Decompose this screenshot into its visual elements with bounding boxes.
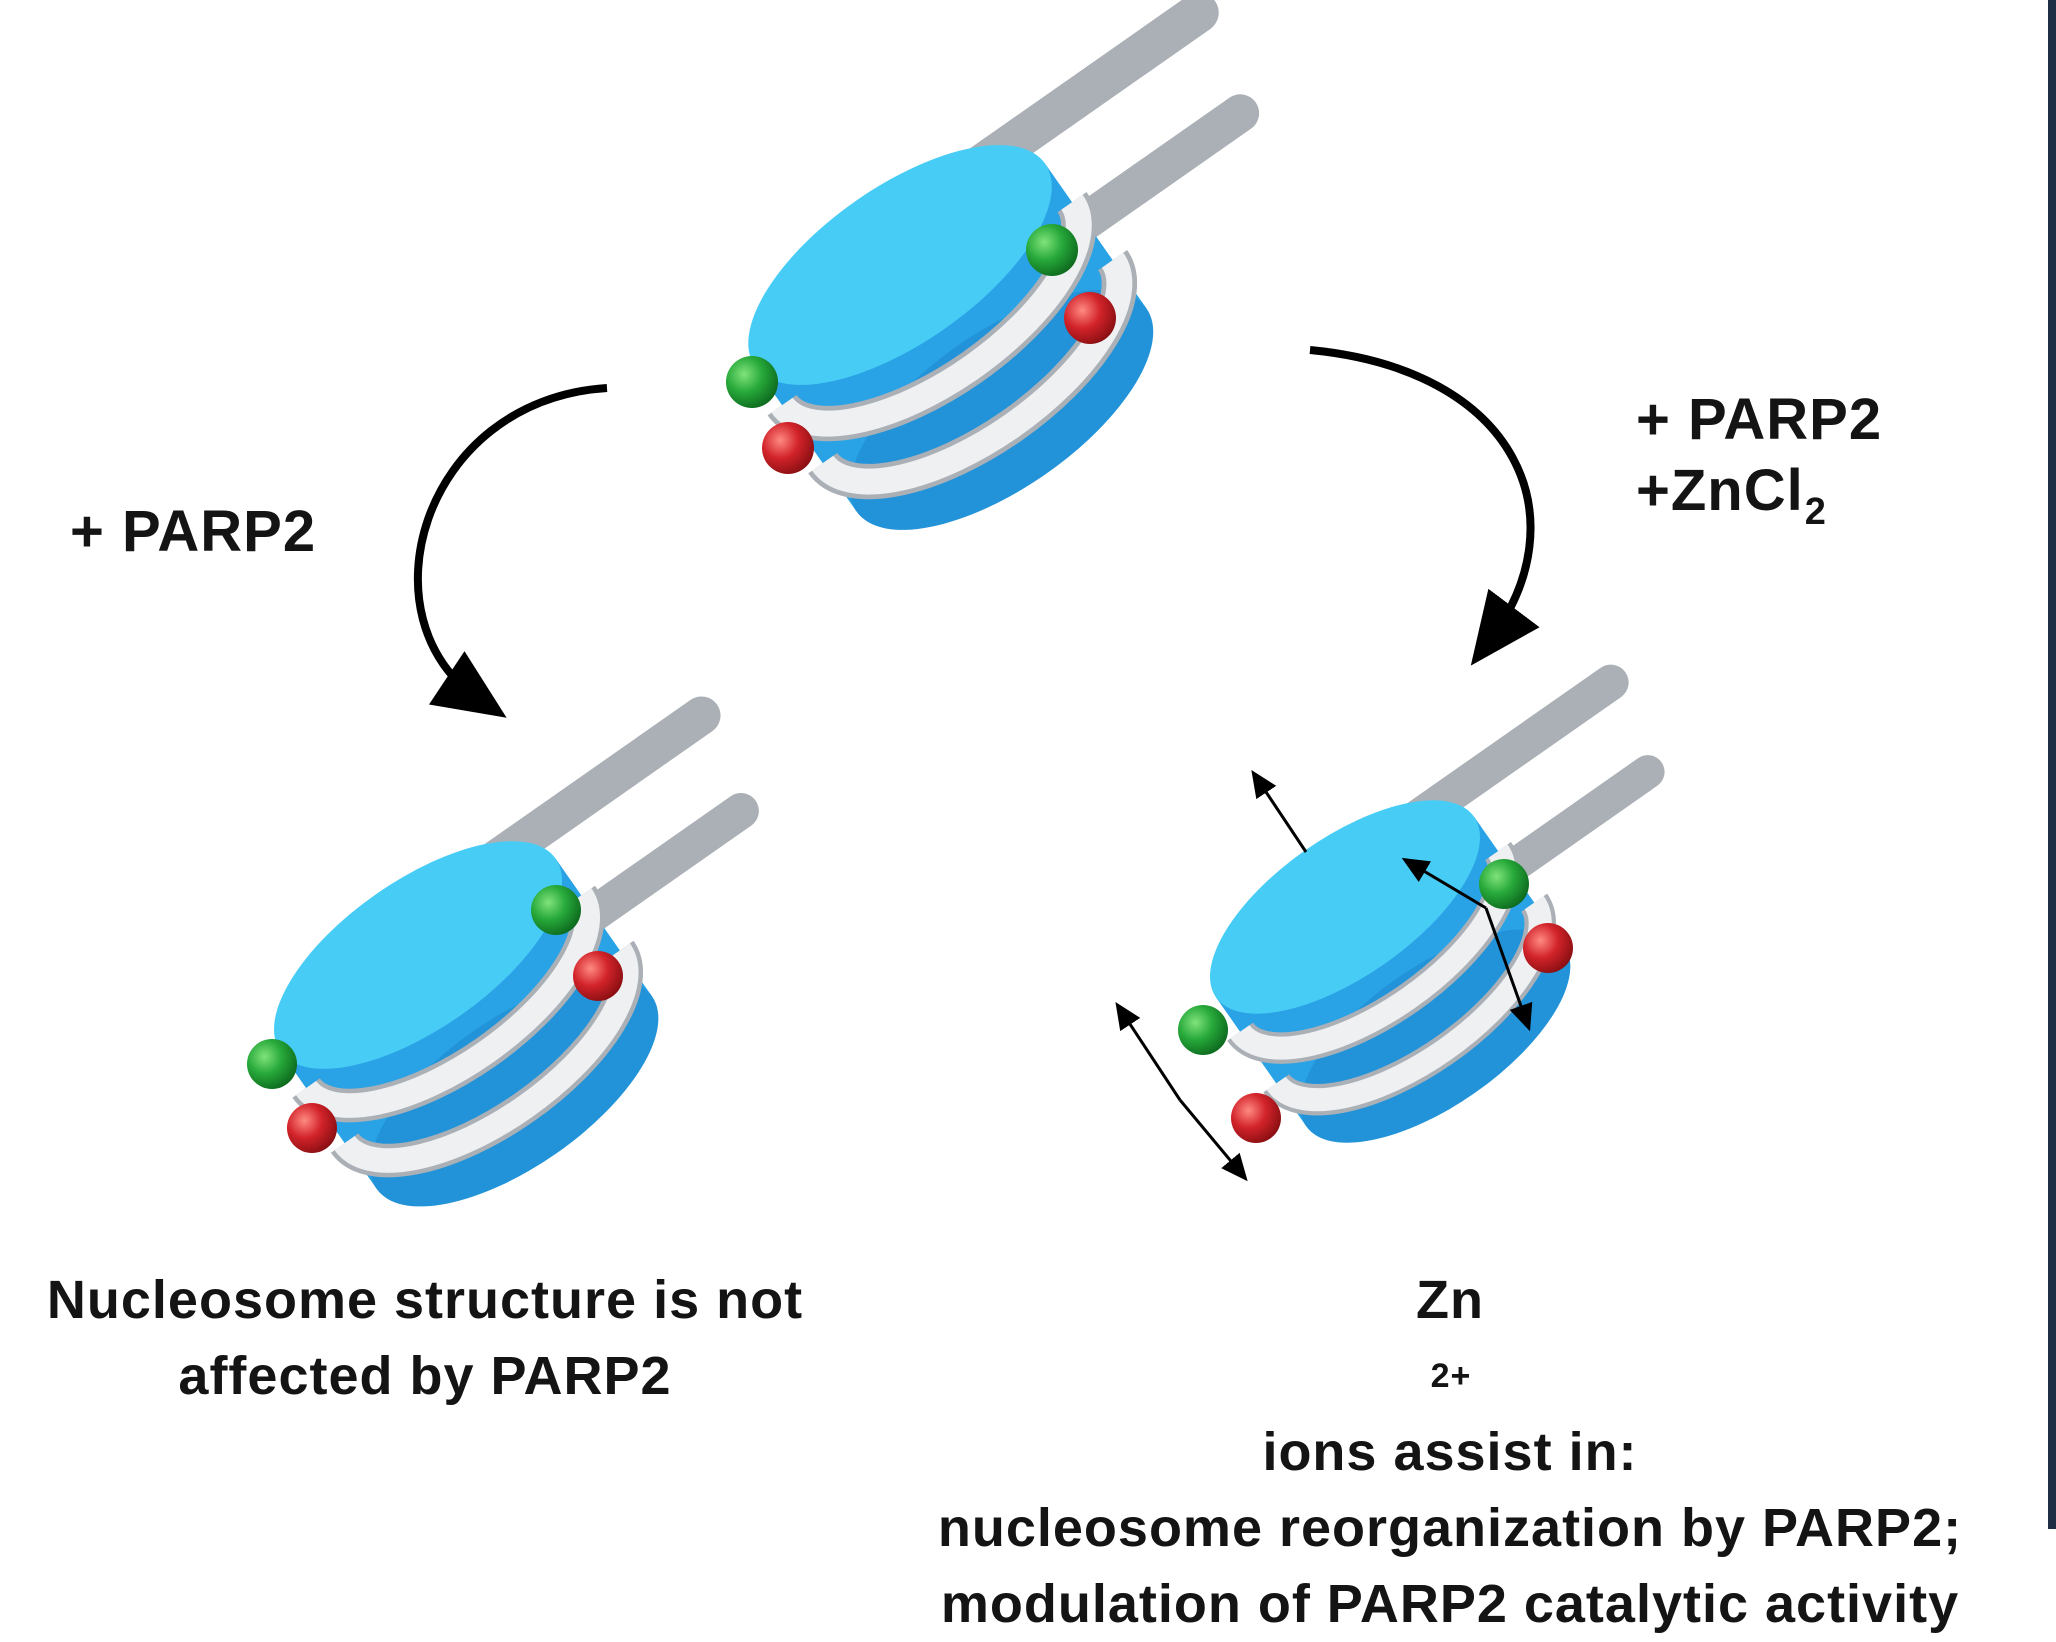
double-arrow-icon-center-b — [1484, 907, 1533, 1032]
left-red-marker-left — [287, 1103, 337, 1153]
left-green-marker — [531, 885, 581, 935]
left-caption-line1: Nucleosome structure is not — [46, 1270, 804, 1330]
ions-text: ions assist in: — [1262, 1422, 1638, 1482]
zn-text: Zn — [1416, 1270, 1484, 1330]
outward-arrow-icon — [1251, 770, 1308, 853]
top-nucleosome — [710, 0, 1365, 575]
right-caption-line3: modulation of PARP2 catalytic activity — [940, 1574, 1960, 1634]
zncl-subscript: 2 — [1804, 491, 1827, 533]
right-caption-line1: Zn 2+ ions assist in: — [860, 1262, 2040, 1490]
top-red-marker-left — [762, 422, 814, 474]
left-green-marker-left — [247, 1039, 297, 1089]
double-arrow-icon-center-a — [1401, 857, 1487, 910]
right-red-marker — [1523, 923, 1573, 973]
zncl-text: +ZnCl — [1636, 458, 1804, 523]
left-caption-line2: affected by PARP2 — [178, 1346, 672, 1406]
right-red-marker-left — [1231, 1093, 1281, 1143]
right-treatment-label: + PARP2 +ZnCl2 — [1636, 386, 1882, 534]
left-treatment-label: + PARP2 — [70, 499, 317, 564]
curved-arrow-icon-right — [1309, 346, 1540, 666]
right-caption-line2: nucleosome reorganization by PARP2; — [937, 1498, 1963, 1558]
left-red-marker — [573, 951, 623, 1001]
right-treatment-line2: +ZnCl2 — [1636, 457, 1882, 534]
right-caption: Zn 2+ ions assist in: nucleosome reorgani… — [860, 1262, 2040, 1642]
left-nucleosome — [238, 682, 860, 1249]
top-red-marker — [1064, 292, 1116, 344]
zn-superscript: 2+ — [1430, 1357, 1472, 1395]
curved-arrow-icon-left — [414, 384, 608, 718]
double-arrow-icon-group — [1115, 770, 1533, 1182]
top-green-marker — [1026, 224, 1078, 276]
top-green-marker-left — [726, 356, 778, 408]
nucleosome-diagram — [0, 0, 2056, 1529]
double-arrow-icon-left-a — [1115, 1001, 1182, 1101]
right-green-marker — [1479, 859, 1529, 909]
left-caption: Nucleosome structure is not affected by … — [0, 1262, 850, 1414]
right-border — [2048, 0, 2056, 1529]
right-green-marker-left — [1178, 1005, 1228, 1055]
right-treatment-line1: + PARP2 — [1636, 387, 1883, 452]
double-arrow-icon-left-b — [1178, 1099, 1248, 1182]
